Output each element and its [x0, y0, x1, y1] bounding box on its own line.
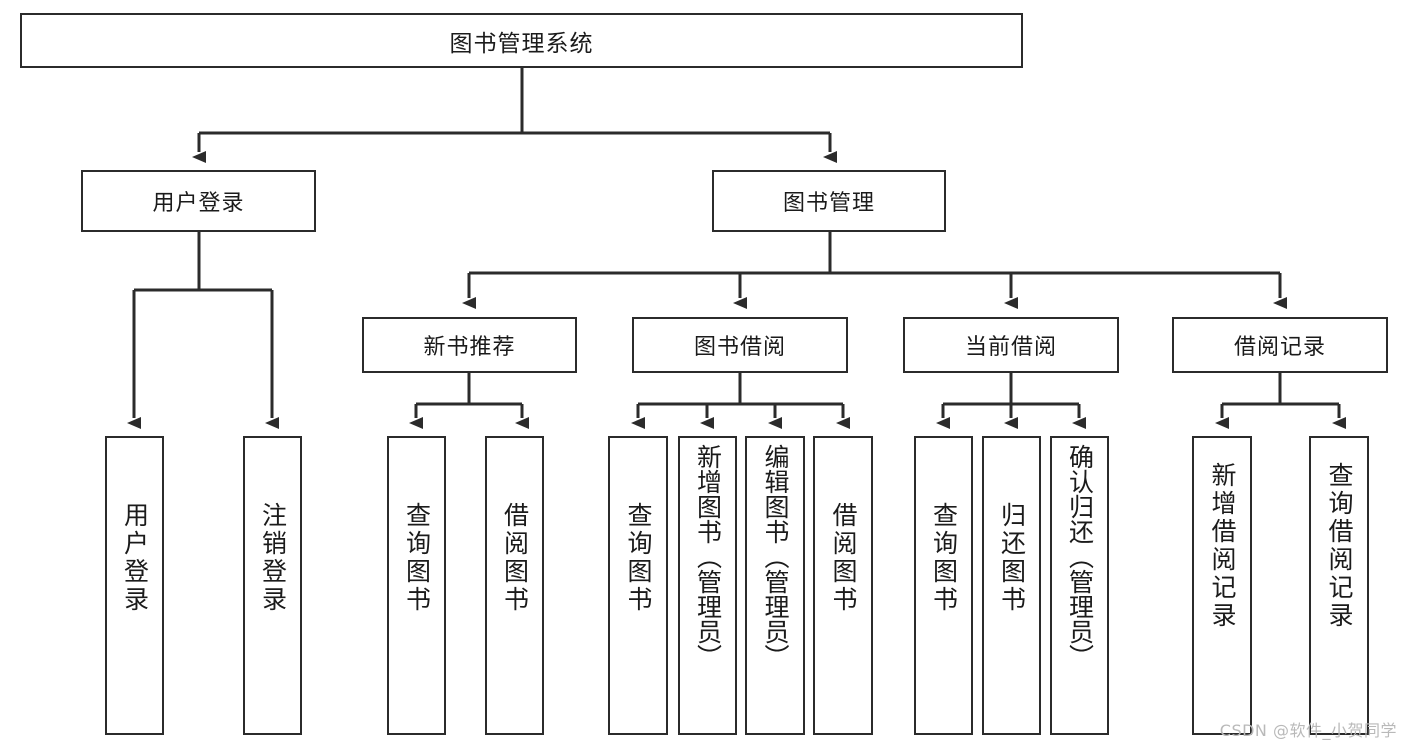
- node-user-login[interactable]: 用户登录: [81, 170, 316, 232]
- node-label: 借阅图书: [829, 502, 858, 614]
- node-label: 新增图书（管理员）: [693, 444, 723, 669]
- node-label: 用户登录: [152, 191, 245, 216]
- node-label: 注销登录: [258, 502, 288, 614]
- node-label: 图书管理系统: [449, 30, 594, 57]
- node-leaf-query-book-borrow[interactable]: 查询图书: [608, 436, 668, 735]
- node-book-management[interactable]: 图书管理: [712, 170, 946, 232]
- node-book-borrow[interactable]: 图书借阅: [632, 317, 848, 373]
- node-label: 借阅图书: [500, 502, 530, 614]
- node-leaf-edit-book-admin[interactable]: 编辑图书（管理员）: [745, 436, 805, 735]
- node-leaf-return-book[interactable]: 归还图书: [982, 436, 1041, 735]
- node-label: 查询图书: [402, 502, 432, 614]
- node-leaf-user-login[interactable]: 用户登录: [105, 436, 164, 735]
- node-label: 用户登录: [120, 502, 150, 614]
- node-label: 确认归还（管理员）: [1065, 444, 1095, 669]
- node-leaf-logout[interactable]: 注销登录: [243, 436, 302, 735]
- node-leaf-borrow-book[interactable]: 借阅图书: [813, 436, 873, 735]
- node-label: 查询借阅记录: [1325, 462, 1354, 630]
- node-label: 图书管理: [782, 191, 875, 216]
- node-label: 查询图书: [624, 502, 653, 614]
- node-leaf-confirm-return-admin[interactable]: 确认归还（管理员）: [1050, 436, 1109, 735]
- node-label: 归还图书: [997, 502, 1027, 614]
- node-leaf-add-borrow-record[interactable]: 新增借阅记录: [1192, 436, 1252, 735]
- node-label: 借阅记录: [1233, 335, 1326, 360]
- node-current-borrow[interactable]: 当前借阅: [903, 317, 1119, 373]
- node-label: 新增借阅记录: [1208, 462, 1237, 630]
- node-label: 图书借阅: [693, 335, 786, 360]
- node-label: 新书推荐: [423, 335, 516, 360]
- csdn-watermark: CSDN @软件_小贺同学: [1219, 721, 1397, 740]
- node-leaf-add-book-admin[interactable]: 新增图书（管理员）: [678, 436, 737, 735]
- node-root-book-management-system[interactable]: 图书管理系统: [20, 13, 1023, 68]
- node-new-book-recommend[interactable]: 新书推荐: [362, 317, 577, 373]
- node-leaf-query-book-current[interactable]: 查询图书: [914, 436, 973, 735]
- node-leaf-query-borrow-record[interactable]: 查询借阅记录: [1309, 436, 1369, 735]
- node-label: 当前借阅: [964, 335, 1057, 360]
- node-leaf-borrow-book-recommend[interactable]: 借阅图书: [485, 436, 544, 735]
- node-label: 编辑图书（管理员）: [761, 444, 790, 669]
- node-borrow-record[interactable]: 借阅记录: [1172, 317, 1388, 373]
- node-leaf-query-book-recommend[interactable]: 查询图书: [387, 436, 446, 735]
- node-label: 查询图书: [929, 502, 959, 614]
